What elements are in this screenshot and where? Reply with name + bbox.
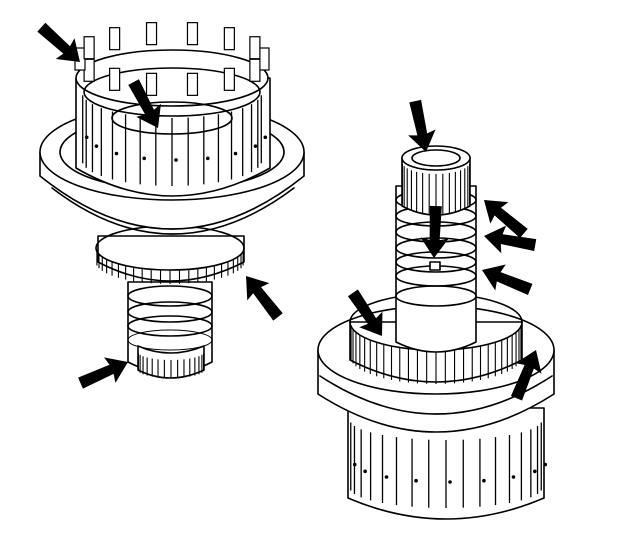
right-assembly	[317, 145, 555, 520]
right-slotted-drum	[347, 407, 548, 520]
left-slotted-drum	[74, 22, 271, 197]
left-lower-gear-ring	[95, 225, 245, 284]
right-shaft	[395, 185, 477, 353]
left-assembly	[39, 22, 305, 379]
right-shaft-spline-top	[401, 145, 471, 216]
arrow-right-shaft-groove	[476, 257, 536, 303]
left-lower-hub	[127, 281, 213, 379]
arrow-left-gear-ring	[234, 267, 290, 326]
arrow-left-lower-spline	[74, 349, 134, 396]
